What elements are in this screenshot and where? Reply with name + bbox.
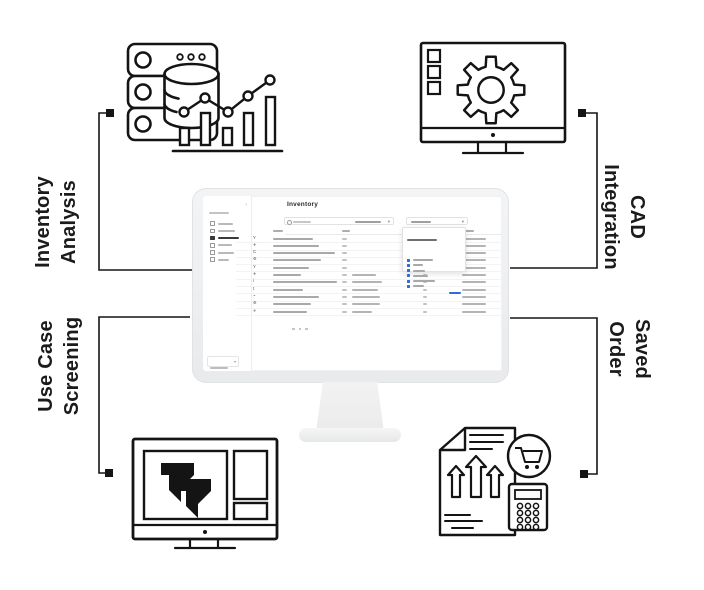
app-sidebar: ‹ ▾ [203, 196, 252, 371]
sidebar-item[interactable] [210, 222, 235, 234]
checkbox-checked-icon[interactable] [407, 279, 410, 283]
checkbox-checked-icon[interactable] [407, 269, 410, 273]
search-input[interactable]: ▾ [284, 217, 394, 225]
table-row[interactable]: i [236, 278, 502, 288]
part-thumbnail-icon: ⚙ [253, 256, 257, 262]
part-thumbnail-icon: Y [253, 263, 256, 269]
chevron-down-icon: ▾ [233, 359, 236, 364]
checkbox-checked-icon[interactable] [407, 284, 410, 288]
connector-node-square [578, 109, 586, 117]
sidebar-collapse-icon[interactable]: ‹ [245, 202, 247, 208]
part-thumbnail-icon: ✈ [253, 241, 257, 247]
chevron-down-icon: ▾ [387, 219, 390, 225]
label-use-case-screening: Use Case Screening [32, 296, 88, 436]
calculator-icon [507, 482, 549, 532]
label-line: Integration [600, 164, 622, 270]
table-row[interactable]: ✳ [236, 307, 502, 317]
table-row[interactable]: t [236, 285, 502, 295]
part-thumbnail-icon: Y [253, 234, 256, 240]
label-saved-order: Saved Order [600, 279, 656, 419]
sidebar-item[interactable] [210, 215, 233, 227]
table-row[interactable]: ~ [236, 292, 502, 302]
monitor-stand-base [299, 428, 401, 442]
page-title: Inventory [287, 201, 319, 208]
sidebar-bottom-widget[interactable]: ▾ [207, 356, 239, 369]
part-thumbnail-icon: t [253, 285, 255, 291]
page-button[interactable] [292, 327, 295, 330]
label-cad-integration: CAD Integration [595, 147, 651, 287]
connector-node-square [580, 470, 588, 478]
part-thumbnail-icon: i [253, 278, 254, 284]
cart-icon [515, 447, 543, 463]
chevron-down-icon: ▾ [461, 219, 464, 225]
part-thumbnail-icon: ✈ [253, 271, 257, 277]
label-line: Inventory [32, 176, 55, 268]
table-header-divider [285, 233, 502, 235]
order-document-icon [438, 426, 552, 537]
document-text-lines [444, 434, 504, 529]
filter-popup-list [407, 252, 461, 288]
show-all-link[interactable] [449, 291, 461, 294]
cart-badge [506, 433, 552, 479]
gear-glyph [456, 55, 526, 125]
filter-checkbox-item[interactable] [407, 277, 461, 288]
bar-chart [178, 95, 277, 147]
menu-squares [426, 48, 442, 96]
column-header [462, 230, 474, 232]
checkbox-checked-icon[interactable] [407, 274, 410, 278]
sidebar-item[interactable] [210, 237, 232, 248]
up-arrows [446, 454, 505, 499]
label-line: Screening [61, 316, 83, 416]
connector-inventory-analysis [98, 112, 192, 271]
checkbox-checked-icon[interactable] [407, 263, 410, 267]
label-line: Order [605, 321, 627, 377]
filter-dropdown[interactable]: ▾ [406, 217, 468, 225]
monitor-stand [461, 141, 525, 155]
part-thumbnail-icon: ~ [253, 292, 256, 298]
connector-node-square [106, 109, 114, 117]
pagination[interactable] [292, 317, 312, 335]
label-line: Saved [630, 319, 653, 379]
checkbox-checked-icon[interactable] [407, 258, 410, 262]
label-line: Analysis [58, 180, 80, 264]
sidebar-item[interactable] [210, 244, 234, 255]
filter-checkbox-item[interactable] [407, 257, 461, 267]
filter-popup [402, 227, 466, 294]
part-thumbnail-icon: ✳ [253, 307, 257, 313]
filter-checkbox-item[interactable] [407, 272, 461, 283]
filter-checkbox-item[interactable] [407, 262, 461, 273]
table-row[interactable]: ⚙ [236, 301, 502, 309]
page-button[interactable] [298, 327, 301, 330]
column-header [273, 230, 283, 232]
logo-glyph [161, 463, 211, 518]
label-line: CAD [625, 195, 648, 239]
document-fold [440, 428, 467, 452]
connector-saved-order [510, 317, 598, 475]
filter-checkbox-item[interactable] [407, 252, 461, 262]
connector-cad-integration [510, 112, 598, 269]
line-chart [178, 74, 276, 118]
column-header [342, 230, 350, 232]
central-monitor-screen: ‹ ▾ Inventory ▾ ▾ [203, 196, 502, 371]
monitor-logo-icon [131, 437, 279, 550]
database-analytics-icon [126, 42, 284, 153]
part-thumbnail-icon: ⚙ [253, 300, 257, 306]
sidebar-item[interactable] [210, 251, 229, 263]
page-button[interactable] [305, 327, 308, 330]
sidebar-item[interactable] [210, 229, 239, 241]
part-thumbnail-icon: C [253, 249, 257, 255]
connector-node-square [105, 469, 113, 477]
connector-use-case-screening [98, 316, 190, 474]
search-icon [287, 220, 292, 225]
monitor-stand-neck [316, 382, 384, 432]
label-line: Use Case [35, 320, 58, 412]
monitor-stand [173, 538, 237, 550]
filter-checkbox-item[interactable] [407, 267, 461, 278]
label-inventory-analysis: Inventory Analysis [29, 152, 85, 292]
app-logo [209, 204, 249, 222]
monitor-gear-icon [419, 41, 567, 155]
